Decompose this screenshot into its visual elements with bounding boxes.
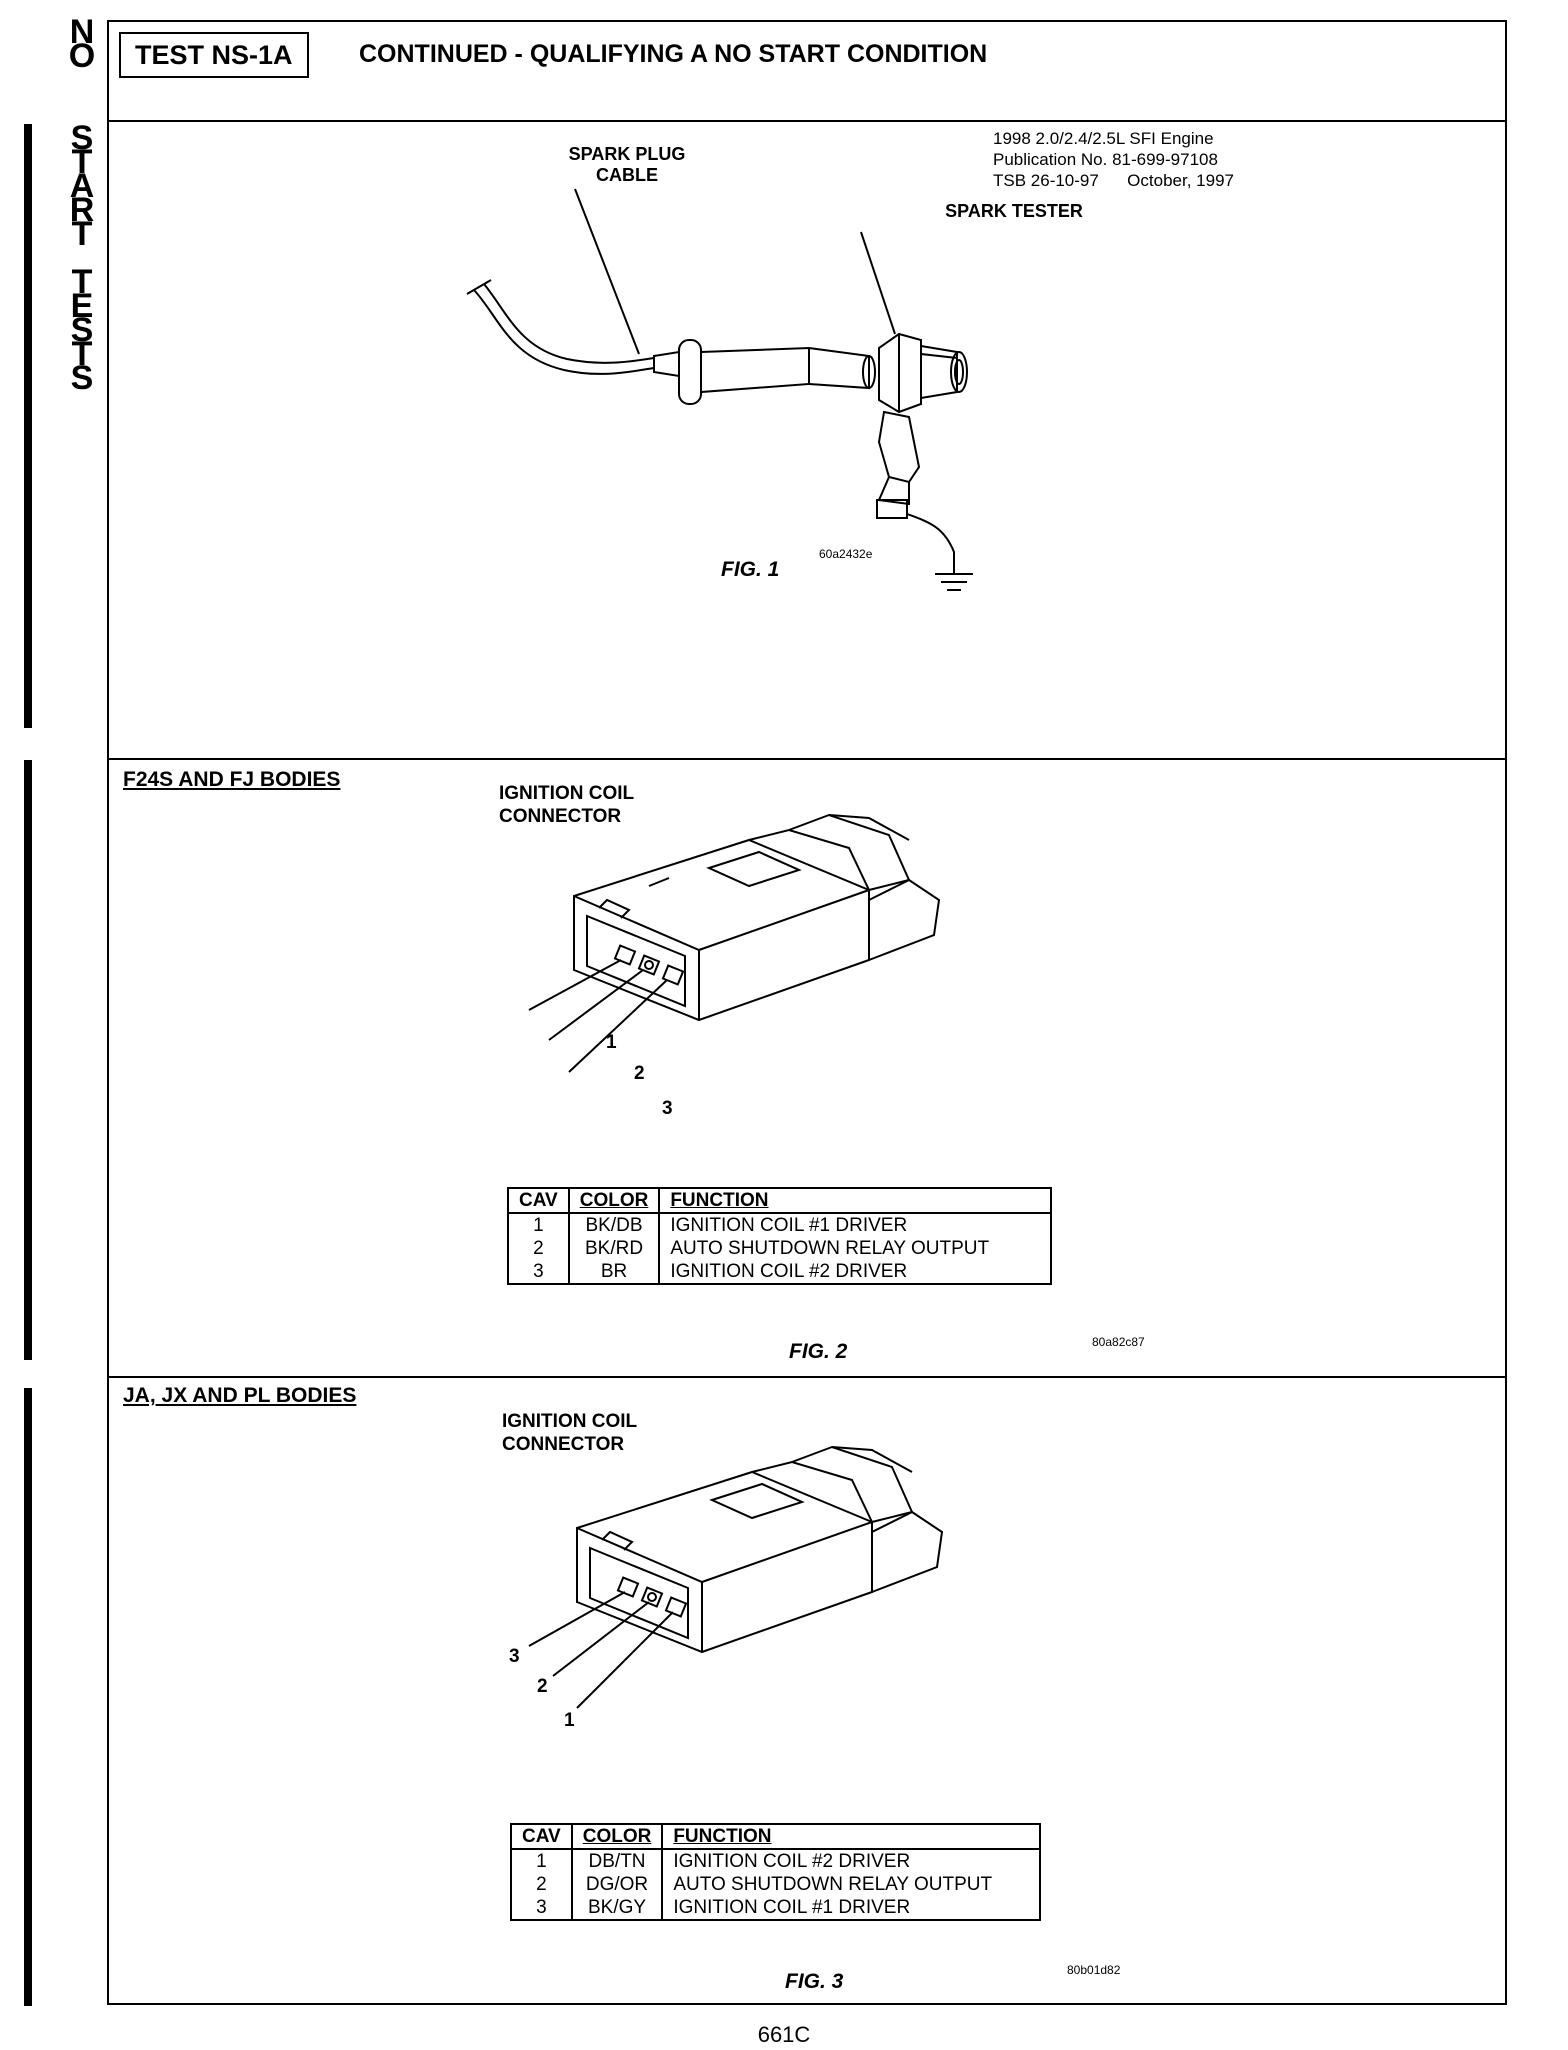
table-cell: 1 [510, 1849, 573, 1873]
publication-line: TSB 26-10-97 October, 1997 [993, 171, 1234, 190]
side-letter: T [71, 143, 93, 181]
table-header: FUNCTION [658, 1188, 1053, 1214]
test-title: CONTINUED - QUALIFYING A NO START CONDIT… [359, 40, 988, 68]
table-cell: IGNITION COIL #2 DRIVER [658, 1260, 1053, 1284]
side-letter: O [68, 37, 96, 75]
table-cell: BK/DB [567, 1213, 661, 1237]
cavity-table: CAV COLOR FUNCTION 1 DB/TN IGNITION COIL… [510, 1823, 1042, 1921]
side-bar [24, 760, 32, 1360]
ignition-coil-connector-illustration [528, 813, 941, 1073]
side-bar [24, 124, 32, 728]
figure-3-section: JA, JX AND PL BODIES IGNITION COIL CONNE… [109, 1378, 1505, 2005]
side-tab-no: N O [64, 13, 100, 75]
page-frame: TEST NS-1A CONTINUED - QUALIFYING A NO S… [107, 20, 1507, 2005]
figure-2-section: F24S AND FJ BODIES IGNITION COIL CONNECT… [109, 760, 1505, 1378]
body-heading: F24S AND FJ BODIES [123, 768, 341, 791]
side-letter: S [70, 311, 94, 349]
side-letter: A [69, 167, 95, 205]
table-header: CAV [510, 1824, 573, 1850]
figure-caption: FIG. 3 [785, 1970, 844, 1993]
table-cell: DG/OR [570, 1873, 664, 1896]
table-header-row: CAV COLOR FUNCTION [507, 1188, 1053, 1214]
table-row: 2 BK/RD AUTO SHUTDOWN RELAY OUTPUT [507, 1237, 1053, 1260]
table-row: 3 BR IGNITION COIL #2 DRIVER [507, 1260, 1053, 1284]
table-row: 3 BK/GY IGNITION COIL #1 DRIVER [510, 1896, 1042, 1920]
pin-number: 1 [606, 1032, 617, 1053]
table-header: CAV [507, 1188, 570, 1214]
test-id: TEST NS-1A [119, 32, 309, 78]
side-letter: N [69, 13, 95, 51]
table-row: 1 BK/DB IGNITION COIL #1 DRIVER [507, 1213, 1053, 1237]
test-header: TEST NS-1A CONTINUED - QUALIFYING A NO S… [109, 22, 1505, 122]
connector-label: IGNITION COIL CONNECTOR [502, 1410, 637, 1456]
pin-number: 1 [564, 1710, 575, 1731]
pin-number: 3 [509, 1646, 520, 1667]
table-cell: 2 [507, 1237, 570, 1260]
table-row: 1 DB/TN IGNITION COIL #2 DRIVER [510, 1849, 1042, 1873]
table-cell: AUTO SHUTDOWN RELAY OUTPUT [658, 1237, 1053, 1260]
ignition-coil-connector-illustration [528, 1445, 944, 1709]
spark-tester-illustration [466, 188, 973, 591]
table-cell: BK/RD [567, 1237, 661, 1260]
table-cell: AUTO SHUTDOWN RELAY OUTPUT [661, 1873, 1042, 1896]
side-letter: S [70, 359, 94, 397]
connector-label-line: CONNECTOR [502, 1434, 625, 1455]
side-bar [24, 1388, 32, 2006]
side-letter: T [71, 263, 93, 301]
table-cell: BR [567, 1260, 661, 1284]
table-header: FUNCTION [661, 1824, 1042, 1850]
table-cell: DB/TN [570, 1849, 664, 1873]
figure-code: 80a82c87 [1092, 1335, 1145, 1349]
connector-label-line: IGNITION COIL [499, 783, 635, 804]
pin-number: 2 [537, 1676, 548, 1697]
body-heading: JA, JX AND PL BODIES [123, 1384, 357, 1407]
side-letter: E [70, 287, 94, 325]
figure-code: 80b01d82 [1067, 1963, 1121, 1977]
table-cell: 3 [510, 1896, 573, 1920]
table-cell: IGNITION COIL #1 DRIVER [658, 1213, 1053, 1237]
side-tab-start-tests: S T A R T T E S T S [64, 119, 100, 397]
table-cell: 2 [510, 1873, 573, 1896]
figure-caption: FIG. 2 [789, 1340, 848, 1363]
spark-tester-label: SPARK TESTER [945, 201, 1083, 221]
table-header: COLOR [570, 1824, 664, 1850]
table-cell: BK/GY [570, 1896, 664, 1920]
publication-line: 1998 2.0/2.4/2.5L SFI Engine [993, 129, 1214, 148]
connector-label: IGNITION COIL CONNECTOR [499, 782, 634, 828]
publication-info: 1998 2.0/2.4/2.5L SFI Engine Publication… [993, 128, 1234, 191]
side-letter: T [71, 215, 93, 253]
side-letter: R [69, 191, 95, 229]
pin-number: 3 [662, 1098, 673, 1119]
callout-line: CABLE [596, 165, 658, 185]
side-letter: T [71, 335, 93, 373]
figure-code: 60a2432e [819, 547, 873, 561]
pin-number: 2 [634, 1063, 645, 1084]
table-cell: 1 [507, 1213, 570, 1237]
table-header: COLOR [567, 1188, 661, 1214]
connector-label-line: CONNECTOR [499, 806, 622, 827]
page-number: 661C [757, 2022, 811, 2047]
table-cell: IGNITION COIL #1 DRIVER [661, 1896, 1042, 1920]
cavity-table: CAV COLOR FUNCTION 1 BK/DB IGNITION COIL… [507, 1187, 1053, 1285]
side-letter: S [70, 119, 94, 157]
connector-label-line: IGNITION COIL [502, 1411, 638, 1432]
table-cell: IGNITION COIL #2 DRIVER [661, 1849, 1042, 1873]
callout-line: SPARK PLUG [568, 144, 686, 164]
table-header-row: CAV COLOR FUNCTION [510, 1824, 1042, 1850]
figure-caption: FIG. 1 [721, 558, 780, 581]
publication-line: Publication No. 81-699-97108 [993, 150, 1218, 169]
table-row: 2 DG/OR AUTO SHUTDOWN RELAY OUTPUT [510, 1873, 1042, 1896]
spark-plug-cable-label: SPARK PLUG CABLE [527, 144, 727, 186]
figure-1-section: 1998 2.0/2.4/2.5L SFI Engine Publication… [109, 122, 1505, 760]
table-cell: 3 [507, 1260, 570, 1284]
